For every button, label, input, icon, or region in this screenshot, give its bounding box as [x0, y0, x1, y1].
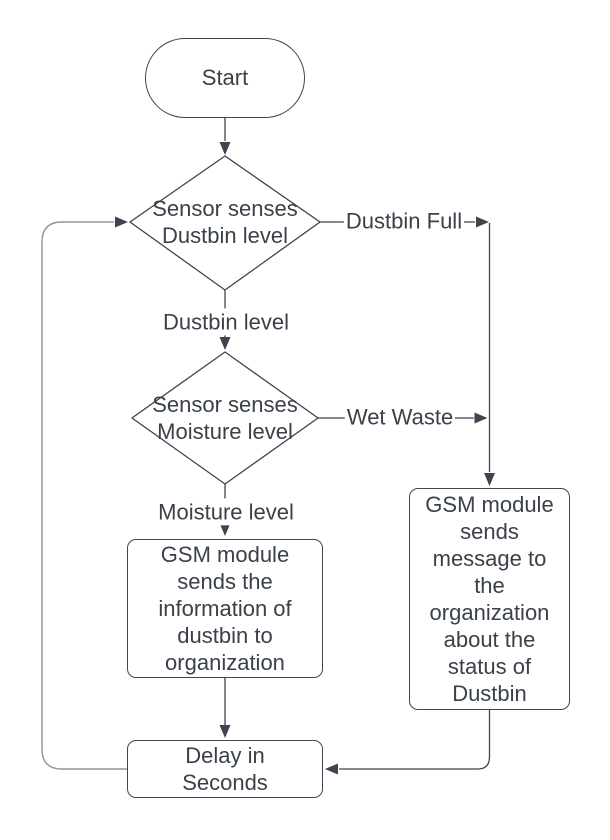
- delay-label: Delay in Seconds: [182, 742, 268, 795]
- gsm-status-label: GSM module sends message to the organiza…: [425, 491, 554, 707]
- start-node: Start: [145, 38, 305, 118]
- decision-moisture-label: Sensor senses Moisture level: [152, 391, 298, 444]
- decision-dustbin-label-box: Sensor senses Dustbin level: [125, 190, 325, 254]
- edge-rail-to-gsm-status: [484, 223, 495, 486]
- decision-diamond-moisture: [130, 351, 320, 485]
- gsm-info-label: GSM module sends the information of dust…: [158, 541, 292, 676]
- edge-gsm-status-to-delay: [325, 710, 491, 775]
- start-label: Start: [201, 65, 249, 91]
- decision-moisture-label-box: Sensor senses Moisture level: [125, 386, 325, 450]
- edge-label-dustbin-full: Dustbin Full: [343, 207, 465, 235]
- gsm-info-node: GSM module sends the information of dust…: [127, 539, 323, 678]
- delay-node: Delay in Seconds: [127, 740, 323, 798]
- edge-gsm-info-to-delay: [219, 678, 231, 738]
- edge-label-dustbin-level: Dustbin level: [161, 308, 291, 336]
- edge-label-moisture-level: Moisture level: [156, 498, 296, 526]
- edge-start-to-dustbin-decision: [219, 118, 231, 155]
- edge-delay-loop-to-dustbin-decision: [41, 216, 128, 770]
- edge-label-wet-waste: Wet Waste: [344, 403, 456, 431]
- decision-diamond-dustbin: [128, 155, 322, 291]
- gsm-status-node: GSM module sends message to the organiza…: [409, 488, 570, 710]
- decision-dustbin-label: Sensor senses Dustbin level: [152, 195, 298, 248]
